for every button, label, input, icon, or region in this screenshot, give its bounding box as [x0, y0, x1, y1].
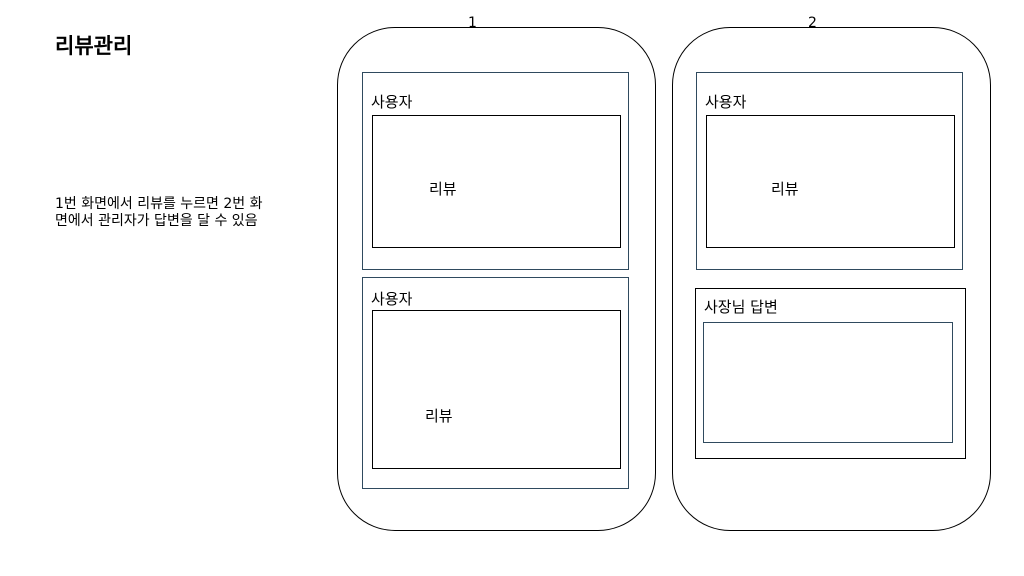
review-text: 리뷰 [429, 180, 457, 198]
owner-reply-card: 사장님 답변 [695, 288, 966, 459]
screen-2-number: 2 [808, 15, 817, 31]
screen-1-phone-frame: 사용자 리뷰 사용자 리뷰 [337, 27, 656, 531]
flow-description: 1번 화면에서 리뷰를 누르면 2번 화면에서 관리자가 답변을 달 수 있음 [55, 196, 263, 229]
review-card[interactable]: 사용자 리뷰 [362, 277, 629, 489]
reviewer-label: 사용자 [371, 93, 413, 111]
review-content-box[interactable]: 리뷰 [372, 115, 621, 248]
review-text: 리뷰 [425, 407, 453, 425]
review-content-box[interactable]: 리뷰 [372, 310, 621, 469]
review-text: 리뷰 [771, 180, 799, 198]
screen-1-number: 1 [468, 15, 477, 31]
review-content-box: 리뷰 [706, 115, 955, 248]
reviewer-label: 사용자 [705, 93, 747, 111]
owner-reply-input[interactable] [703, 322, 953, 443]
review-card[interactable]: 사용자 리뷰 [362, 72, 629, 270]
review-card: 사용자 리뷰 [696, 72, 963, 270]
owner-reply-label: 사장님 답변 [704, 298, 778, 316]
page-title: 리뷰관리 [55, 34, 133, 58]
reviewer-label: 사용자 [371, 290, 413, 308]
screen-2-phone-frame: 사용자 리뷰 사장님 답변 [672, 27, 991, 531]
